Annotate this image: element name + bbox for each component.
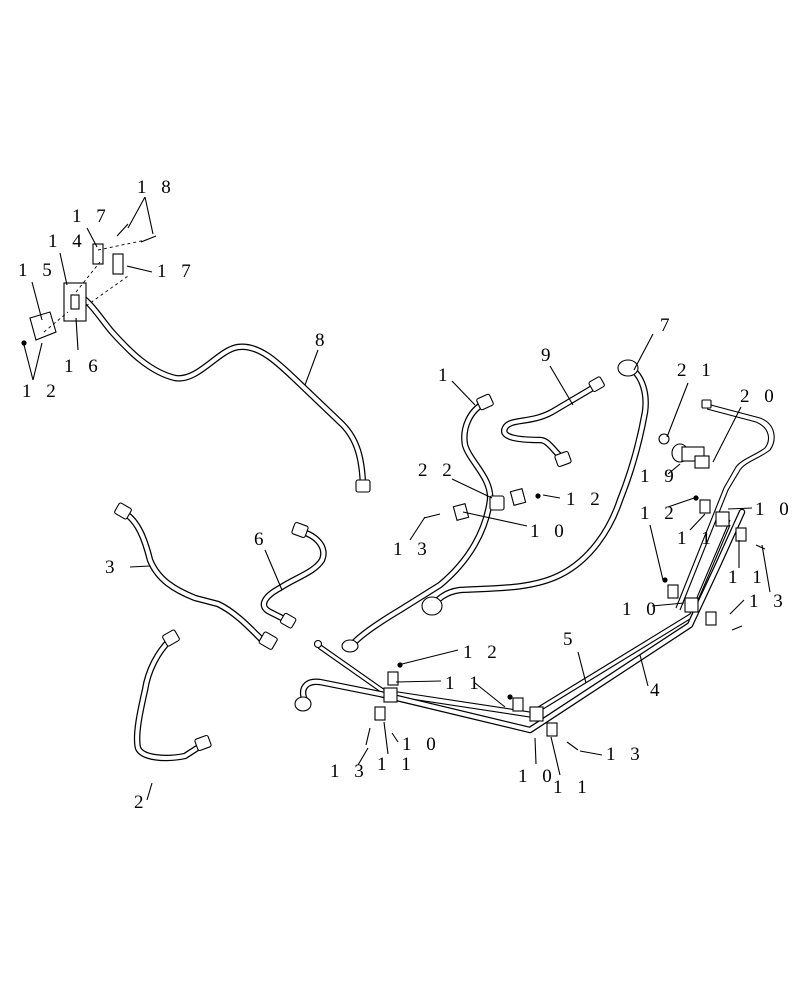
callout-11: 1 1 xyxy=(553,777,592,798)
fitting-19 xyxy=(658,433,710,469)
callout-7: 7 xyxy=(660,315,675,336)
callout-17: 1 7 xyxy=(157,261,196,282)
manifold-block xyxy=(29,239,147,341)
callout-labels: 1 8 1 7 1 4 1 7 1 5 1 6 1 2 8 7 1 9 2 1 … xyxy=(18,177,794,813)
callout-13: 1 3 xyxy=(606,744,645,765)
callout-10: 1 0 xyxy=(402,734,441,755)
callout-4: 4 xyxy=(650,680,665,701)
callout-19: 1 9 xyxy=(640,466,679,487)
callout-10: 1 0 xyxy=(622,599,661,620)
tube-8 xyxy=(64,282,371,493)
callout-14: 1 4 xyxy=(48,231,87,252)
callout-12: 1 2 xyxy=(566,489,605,510)
callout-3: 3 xyxy=(105,557,120,578)
tube-7 xyxy=(421,359,649,616)
callout-12: 1 2 xyxy=(463,642,502,663)
callout-5: 5 xyxy=(563,629,578,650)
tube-5 xyxy=(313,519,731,718)
callout-9: 9 xyxy=(541,345,556,366)
tube-4 xyxy=(294,508,746,734)
callout-13: 1 3 xyxy=(749,591,788,612)
callout-1: 1 xyxy=(438,365,453,386)
callout-22: 2 2 xyxy=(418,460,457,481)
callout-10: 1 0 xyxy=(530,521,569,542)
callout-13: 1 3 xyxy=(330,761,369,782)
callout-6: 6 xyxy=(254,529,269,550)
callout-21: 2 1 xyxy=(677,360,716,381)
callout-13: 1 3 xyxy=(393,539,432,560)
callout-2: 2 xyxy=(134,792,149,813)
callout-11: 1 1 xyxy=(728,567,767,588)
callout-8: 8 xyxy=(315,330,330,351)
callout-15: 1 5 xyxy=(18,260,57,281)
nuts-and-bolts xyxy=(21,223,766,751)
callout-10: 1 0 xyxy=(518,766,557,787)
clamps xyxy=(374,488,747,737)
callout-17: 1 7 xyxy=(72,206,111,227)
tube-3 xyxy=(114,502,278,650)
tube-6 xyxy=(260,521,327,629)
callout-11: 1 1 xyxy=(445,673,484,694)
tube-2 xyxy=(133,629,212,762)
callout-20: 2 0 xyxy=(740,386,779,407)
callout-12: 1 2 xyxy=(22,381,61,402)
callout-10: 1 0 xyxy=(755,499,794,520)
leader-lines xyxy=(23,196,771,801)
tube-9 xyxy=(500,376,605,468)
tube-1 xyxy=(341,393,494,653)
callout-11: 1 1 xyxy=(677,528,716,549)
callout-18: 1 8 xyxy=(137,177,176,198)
callout-11: 1 1 xyxy=(377,754,416,775)
callout-16: 1 6 xyxy=(64,356,103,377)
callout-12: 1 2 xyxy=(640,503,679,524)
tube-20 xyxy=(675,399,775,611)
